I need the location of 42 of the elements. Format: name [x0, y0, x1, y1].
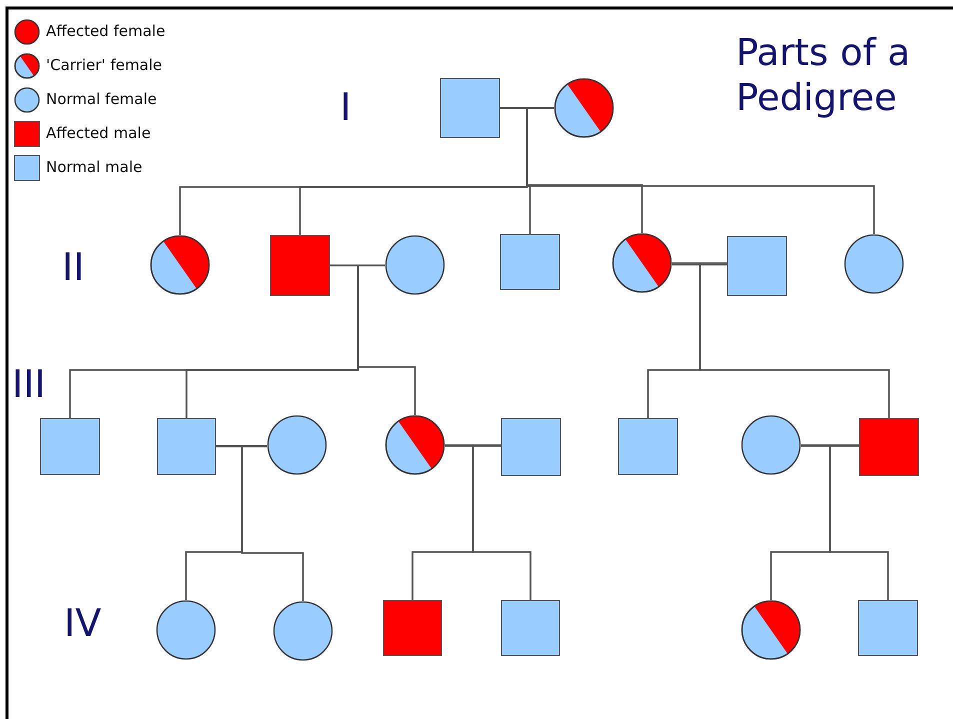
male-square	[501, 418, 561, 476]
legend-text: Normal male	[46, 160, 142, 175]
pedigree-line	[357, 264, 416, 415]
male-square	[618, 418, 678, 475]
carrier-female-circle	[612, 233, 672, 293]
pedigree-line	[216, 446, 267, 448]
pedigree-line	[445, 444, 501, 446]
male-square	[727, 236, 787, 296]
pedigree-line	[829, 445, 889, 600]
female-circle	[156, 600, 216, 660]
female-circle	[844, 234, 904, 294]
affected-male-square	[270, 235, 330, 296]
pedigree-line	[801, 444, 859, 446]
carrier-female-circle	[741, 600, 801, 660]
male-square	[858, 600, 918, 656]
pedigree-line	[672, 262, 727, 264]
legend-text: 'Carrier' female	[46, 58, 162, 73]
legend-text: Affected male	[46, 126, 151, 141]
generation-label: II	[62, 248, 84, 286]
carrier-female-circle	[385, 415, 445, 475]
male-square	[440, 78, 500, 138]
generation-label: IV	[64, 604, 102, 642]
title: Parts of a Pedigree	[736, 30, 912, 120]
legend-text: Affected female	[46, 24, 166, 39]
male-square	[500, 234, 560, 290]
pedigree-line	[472, 445, 532, 600]
female-circle	[741, 415, 801, 475]
female-circle	[385, 235, 445, 295]
legend-text: Normal female	[46, 92, 157, 107]
pedigree-line	[330, 264, 385, 266]
affected-male-square	[383, 600, 442, 656]
male-square	[40, 418, 100, 475]
affected-male-square	[859, 418, 919, 476]
female-circle	[273, 601, 333, 661]
carrier-female-circle	[554, 78, 614, 138]
carrier-female-circle	[150, 235, 210, 295]
male-square	[157, 418, 216, 475]
female-circle	[267, 415, 327, 475]
male-square	[501, 600, 560, 656]
generation-label: I	[340, 88, 352, 126]
generation-label: III	[12, 365, 46, 403]
pedigree-line	[241, 445, 304, 601]
